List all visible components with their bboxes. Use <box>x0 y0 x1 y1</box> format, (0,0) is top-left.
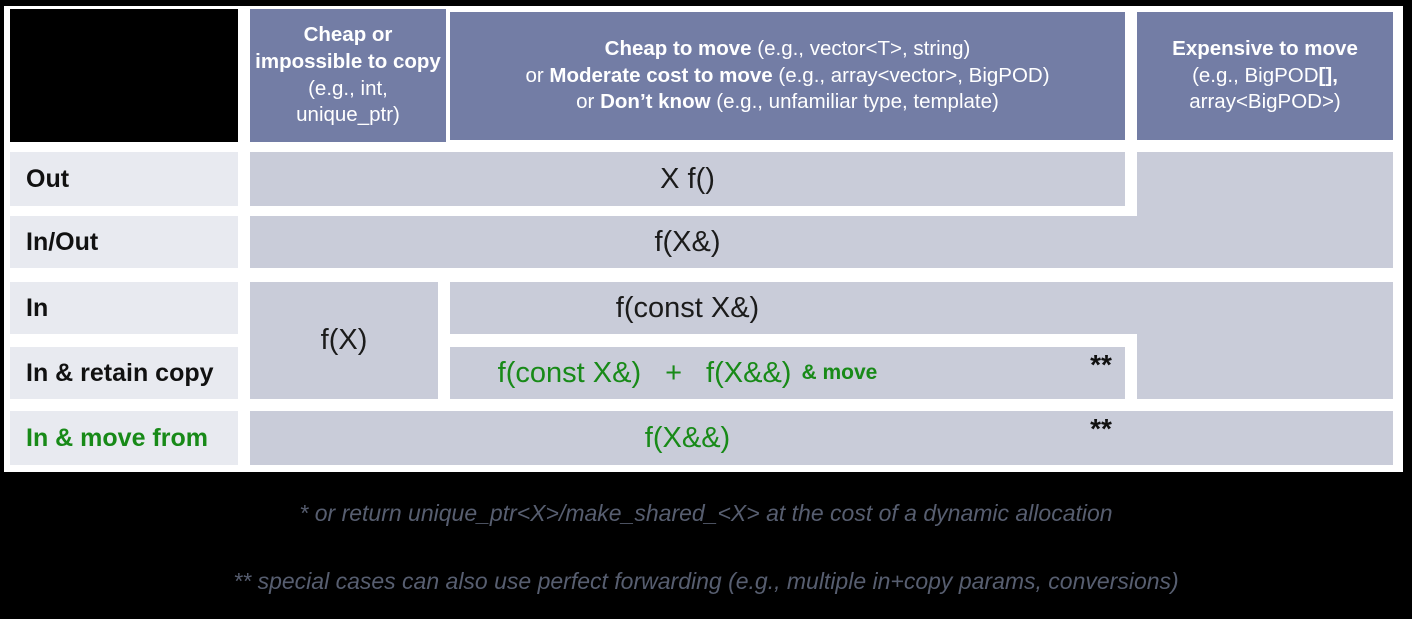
code-retain-and-move: & move <box>801 361 878 384</box>
code-inout: f(X&) <box>654 225 721 258</box>
header-expensive-to-move: Expensive to move (e.g., BigPOD[], array… <box>1137 12 1393 140</box>
cell-out-main <box>250 152 1125 206</box>
code-in: f(const X&) <box>615 291 760 324</box>
code-retain-const-ref: f(const X&) <box>497 356 642 389</box>
header-line: or Moderate cost to move (e.g., array<ve… <box>450 63 1125 90</box>
header-line-pre: or <box>525 63 550 87</box>
header-line-pre: or <box>576 90 601 114</box>
header-bold-text: Cheap or impossible to copy <box>255 23 441 73</box>
corner-black-box <box>10 9 238 142</box>
header-cheap-to-copy: Cheap or impossible to copy (e.g., int, … <box>250 9 446 142</box>
cell-move-from <box>250 411 1393 465</box>
header-line-bold: Cheap to move <box>604 37 752 61</box>
cell-in-by-value: f(X) <box>250 282 438 399</box>
header-cheap-to-copy-text: Cheap or impossible to copy (e.g., int, … <box>254 9 442 142</box>
footnote-perfect-forwarding: ** special cases can also use perfect fo… <box>233 568 1179 594</box>
header-line-bold: Moderate cost to move <box>549 63 773 87</box>
header-line-rest: (e.g., array<vector>, BigPOD) <box>772 63 1050 87</box>
header-line-bold: Don’t know <box>600 90 711 114</box>
header-line-bold: Expensive to move <box>1172 37 1358 61</box>
code-out: X f() <box>660 162 715 195</box>
code-retain: f(const X&) + f(X&&) & move <box>250 347 1125 399</box>
row-label-out: Out <box>10 152 238 206</box>
row-label-in-retain-copy: In & retain copy <box>10 347 238 399</box>
footnote-marker-retain: ** <box>1090 349 1112 380</box>
code-retain-rvalue-ref: f(X&&) <box>706 356 792 389</box>
header-line: (e.g., BigPOD[], <box>1137 63 1393 90</box>
header-line-bold: [], <box>1318 63 1338 87</box>
cell-inout <box>250 216 1393 268</box>
row-label-in: In <box>10 282 238 334</box>
row-label-inout: In/Out <box>10 216 238 268</box>
header-line: Cheap to move (e.g., vector<T>, string) <box>450 36 1125 63</box>
row-label-in-move-from: In & move from <box>10 411 238 465</box>
header-line-pre: (e.g., BigPOD <box>1192 63 1319 87</box>
header-cheap-to-move: Cheap to move (e.g., vector<T>, string) … <box>450 12 1125 140</box>
footnote-dynamic-allocation: * or return unique_ptr<X>/make_shared_<X… <box>299 500 1113 526</box>
header-line: array<BigPOD>) <box>1189 90 1341 114</box>
code-move-from: f(X&&) <box>644 421 731 454</box>
footnote-marker-move-from: ** <box>1090 413 1112 444</box>
cell-in-expensive <box>1137 282 1393 399</box>
header-rest-text: (e.g., int, unique_ptr) <box>296 76 400 127</box>
cell-retain <box>450 347 1125 399</box>
header-line: or Don’t know (e.g., unfamiliar type, te… <box>450 89 1125 116</box>
header-line-rest: (e.g., vector<T>, string) <box>751 37 971 61</box>
plus-sign: + <box>665 356 683 389</box>
header-line-rest: (e.g., unfamiliar type, template) <box>710 90 999 114</box>
